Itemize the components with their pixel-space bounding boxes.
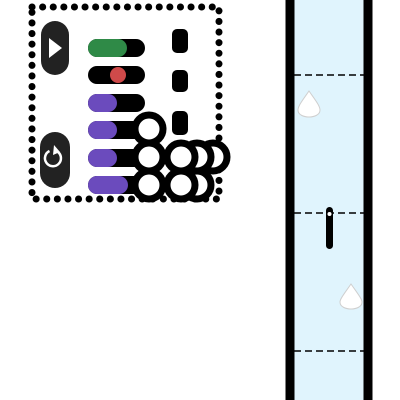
indicator-pill: [172, 29, 188, 53]
marble-pile: [131, 111, 231, 203]
marble[interactable]: [163, 139, 199, 175]
track-channel: [290, 0, 368, 400]
marble[interactable]: [131, 139, 167, 175]
play-triangle-icon: [49, 38, 62, 58]
marble[interactable]: [131, 167, 167, 203]
toggle-switch[interactable]: [88, 176, 145, 194]
play-button[interactable]: [41, 21, 69, 75]
toggle-switch[interactable]: [88, 121, 145, 139]
toggle-switch[interactable]: [88, 39, 145, 57]
marble[interactable]: [131, 111, 167, 147]
toggle-switch[interactable]: [88, 66, 145, 84]
plunger-handle[interactable]: [326, 207, 333, 249]
water-drop[interactable]: [339, 283, 363, 310]
track: [285, 0, 373, 400]
marble[interactable]: [163, 167, 199, 203]
toggle-switch[interactable]: [88, 149, 145, 167]
control-panel: [28, 3, 231, 203]
restart-button[interactable]: [40, 132, 70, 188]
restart-arrow-icon: [43, 145, 63, 168]
indicator-pill: [172, 111, 188, 135]
panel-border: [28, 3, 223, 203]
toggle-switch[interactable]: [88, 94, 145, 112]
indicator-pill: [172, 70, 188, 92]
water-drop[interactable]: [297, 90, 321, 118]
